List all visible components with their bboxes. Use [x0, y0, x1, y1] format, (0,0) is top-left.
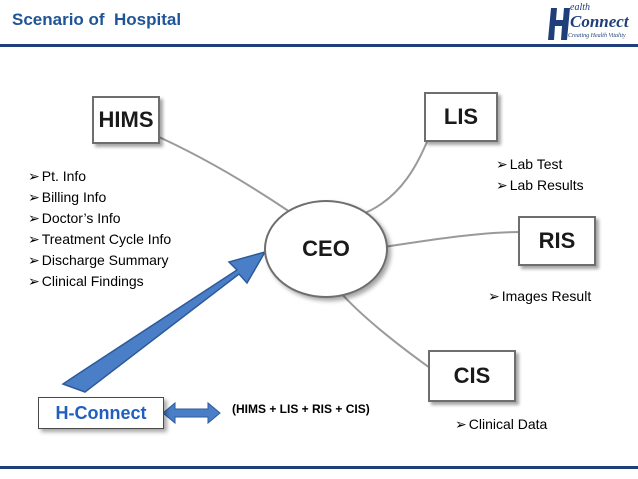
cis-connector	[339, 291, 431, 369]
list-item: ➢Doctor’s Info	[28, 210, 121, 226]
lis-box: LIS	[424, 92, 498, 142]
arrow-bullet-icon: ➢	[28, 231, 40, 247]
footer-rule	[0, 466, 638, 469]
arrow-bullet-icon: ➢	[28, 168, 40, 184]
lis-info-list: ➢Lab Test ➢Lab Results	[496, 154, 584, 196]
cis-note: ➢Clinical Data	[455, 416, 548, 432]
arrow-bullet-icon: ➢	[28, 210, 40, 226]
hconnect-box: H-Connect	[38, 397, 164, 429]
arrow-bullet-icon: ➢	[496, 156, 508, 172]
logo-tagline: Creating Health Vitality	[568, 33, 626, 39]
list-item: ➢Discharge Summary	[28, 252, 169, 268]
arrow-bullet-icon: ➢	[28, 189, 40, 205]
cis-box: CIS	[428, 350, 516, 402]
list-item: ➢Billing Info	[28, 189, 107, 205]
systems-formula: (HIMS + LIS + RIS + CIS)	[232, 402, 370, 416]
ceo-node: CEO	[264, 200, 388, 298]
ris-connector	[383, 231, 521, 248]
hims-box: HIMS	[92, 96, 160, 144]
double-arrow-icon	[162, 401, 221, 425]
list-item: ➢Treatment Cycle Info	[28, 231, 172, 247]
ris-note: ➢Images Result	[488, 288, 592, 304]
ris-box: RIS	[518, 216, 596, 266]
logo-top-text: ealth	[570, 2, 590, 13]
arrow-bullet-icon: ➢	[28, 252, 40, 268]
arrow-bullet-icon: ➢	[28, 273, 40, 289]
arrow-bullet-icon: ➢	[488, 288, 500, 304]
hims-connector	[149, 132, 291, 213]
logo-h-mark-icon	[548, 8, 570, 40]
hims-info-list: ➢Pt. Info ➢Billing Info ➢Doctor’s Info ➢…	[28, 166, 171, 292]
hconnect-logo: ealth Connect Creating Health Vitality	[548, 2, 634, 44]
arrow-bullet-icon: ➢	[496, 177, 508, 193]
page-title: Scenario of Hospital	[12, 10, 182, 29]
arrow-bullet-icon: ➢	[455, 416, 467, 432]
logo-main-text: Connect	[570, 12, 629, 31]
header-rule	[0, 44, 638, 47]
list-item: ➢Lab Test	[496, 156, 563, 172]
list-item: ➢Clinical Findings	[28, 273, 144, 289]
list-item: ➢Pt. Info	[28, 168, 87, 184]
list-item: ➢Lab Results	[496, 177, 584, 193]
